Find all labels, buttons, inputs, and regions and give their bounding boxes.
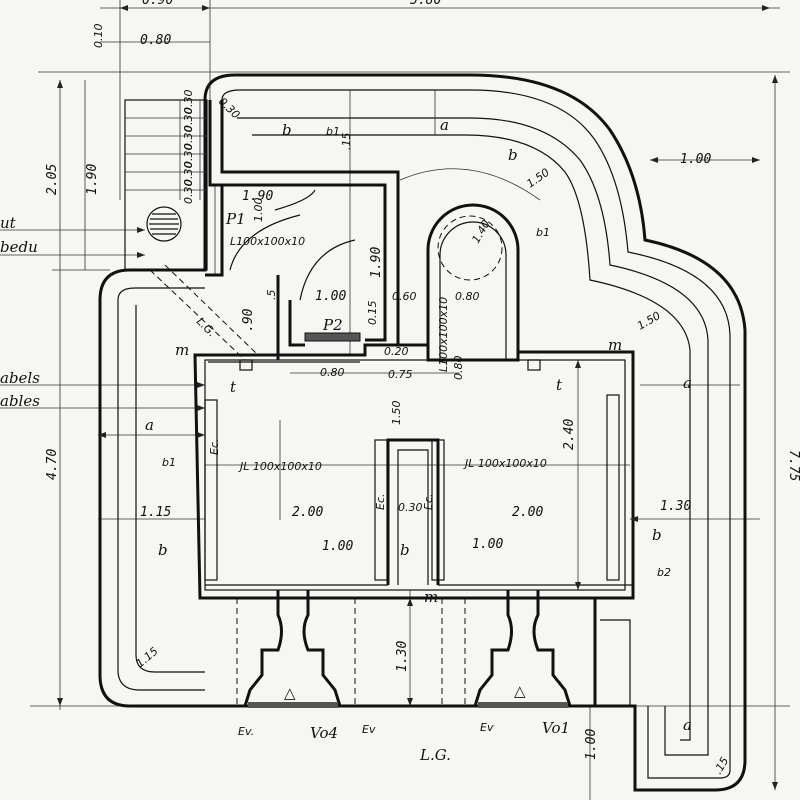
plan-labels: a a a a b b b b b b1 b1 b1 b2 t t m m m …	[0, 116, 692, 764]
dim-entry-door: 1.00	[252, 198, 265, 223]
label-b-left: b	[158, 541, 168, 559]
dim-diag-right: 1.50	[635, 309, 663, 333]
label-t-left: t	[230, 378, 237, 396]
dim-diag-lower-left: 1.15	[134, 645, 161, 671]
dim-gallery-width: 1.50	[390, 401, 403, 426]
dim-left-height-inner: 1.90	[85, 164, 100, 195]
dome-turret	[399, 168, 541, 360]
dim-075: 0.75	[388, 368, 413, 381]
label-edge-3: abels	[0, 369, 40, 387]
label-m-left: m	[175, 341, 189, 359]
label-p2: P2	[322, 316, 343, 334]
label-b1-dome: b1	[536, 226, 550, 239]
label-a-right: a	[683, 374, 692, 392]
label-ec-mid: Ec.	[374, 494, 387, 511]
svg-text:0.30: 0.30	[182, 126, 195, 151]
outer-outline	[98, 73, 747, 792]
vent-grille-icon	[149, 213, 179, 235]
dim-015c: .15	[711, 755, 731, 777]
dim-entry-width: 1.90	[242, 189, 273, 204]
label-b1-left: b1	[162, 456, 176, 469]
dim-front-depth: 1.30	[395, 641, 410, 672]
dim-080a: 0.80	[455, 290, 480, 303]
dim-diag-upper: 1.50	[524, 166, 552, 191]
dim-090: .90	[241, 308, 256, 332]
dim-05: .5	[265, 290, 278, 301]
svg-text:0.30: 0.30	[182, 144, 195, 169]
label-b2-right: b2	[657, 566, 671, 579]
dim-right-wall: 1.30	[660, 499, 691, 514]
dim-020: 0.20	[384, 345, 409, 358]
label-edge-4: ables	[0, 392, 40, 410]
dim-bottom-right: 1.00	[584, 729, 599, 760]
label-b-right: b	[652, 526, 662, 544]
label-ec-right: Ec.	[422, 494, 435, 511]
dim-015a: .15	[340, 133, 353, 151]
svg-text:0.30: 0.30	[182, 90, 195, 115]
dim-wall-mid: 0.30	[398, 501, 423, 514]
dim-shelf-right: 1.00	[472, 537, 503, 552]
label-m-bottom: m	[424, 588, 438, 606]
dim-060: 0.60	[392, 290, 417, 303]
dim-left-height-upper: 2.05	[45, 164, 60, 195]
label-a-bottom: a	[683, 716, 692, 734]
svg-text:0.30: 0.30	[182, 180, 195, 205]
lg-diagonal-line	[149, 269, 246, 361]
label-lg-diag: L.G.	[194, 315, 219, 340]
dim-room-width-right: 2.00	[512, 505, 543, 520]
dim-left-wall: 1.15	[140, 505, 171, 520]
bottom-right-gallery	[593, 598, 635, 708]
label-edge-2: bedu	[0, 238, 38, 256]
label-b-mid: b	[508, 146, 518, 164]
label-edge-1: ut	[0, 214, 17, 232]
label-m-right: m	[608, 336, 622, 354]
dim-top-total-width: 5.80	[410, 0, 441, 8]
label-a-top: a	[440, 116, 449, 134]
label-beam-left: JL 100x100x10	[238, 460, 322, 473]
label-lg: L.G.	[419, 746, 451, 764]
embrasures	[236, 590, 596, 708]
dim-shelf-left: 1.00	[322, 539, 353, 554]
dim-right-total-height: 7.75	[786, 450, 800, 481]
dim-room-height: 2.40	[562, 419, 577, 450]
main-chamber	[193, 343, 635, 600]
dim-right-offset: 1.00	[680, 152, 711, 167]
label-b-top: b	[282, 121, 292, 139]
label-b-center: b	[400, 541, 410, 559]
label-ec-left: Ec.	[208, 439, 221, 456]
dim-080b: 0.80	[320, 366, 345, 379]
triangle-icon: △	[284, 684, 296, 702]
dim-left-height-lower: 4.70	[45, 449, 60, 480]
dim-stair-width: 0.80	[140, 33, 171, 48]
label-ev-2: Ev	[362, 723, 376, 736]
dim-015b: 0.15	[366, 301, 379, 326]
label-ev-1: Ev.	[238, 725, 254, 738]
label-v04: Vo4	[310, 724, 338, 742]
periscope-symbols: △ △	[284, 682, 526, 702]
stair-block	[124, 99, 208, 271]
dim-dome-width: 0.80	[452, 356, 465, 381]
dim-top-left-width: 0.90	[142, 0, 173, 8]
label-lintel-entry: L100x100x10	[230, 235, 305, 248]
triangle-icon: △	[514, 682, 526, 700]
dim-door-p2-width: 1.00	[315, 289, 346, 304]
dim-entry-depth: 1.90	[369, 247, 384, 278]
label-beam-right: JL 100x100x10	[463, 457, 547, 470]
label-b1-top: b1	[326, 125, 340, 138]
dim-room-width-left: 2.00	[292, 505, 323, 520]
svg-text:0.30: 0.30	[182, 108, 195, 133]
label-a-left: a	[145, 416, 154, 434]
label-lintel-vertical: L100x100x10	[437, 297, 450, 372]
entrance-walls	[205, 100, 400, 360]
label-vo1: Vo1	[542, 719, 570, 737]
stair-step-dims: 0.30 0.30 0.30 0.30 0.30 0.30	[182, 90, 195, 205]
dim-stair-offset: 0.10	[92, 24, 105, 49]
label-ev-3: Ev	[480, 721, 494, 734]
label-t-right: t	[556, 376, 563, 394]
dimension-arrows	[57, 5, 778, 790]
svg-text:0.30: 0.30	[182, 162, 195, 187]
label-p1: P1	[225, 210, 246, 228]
